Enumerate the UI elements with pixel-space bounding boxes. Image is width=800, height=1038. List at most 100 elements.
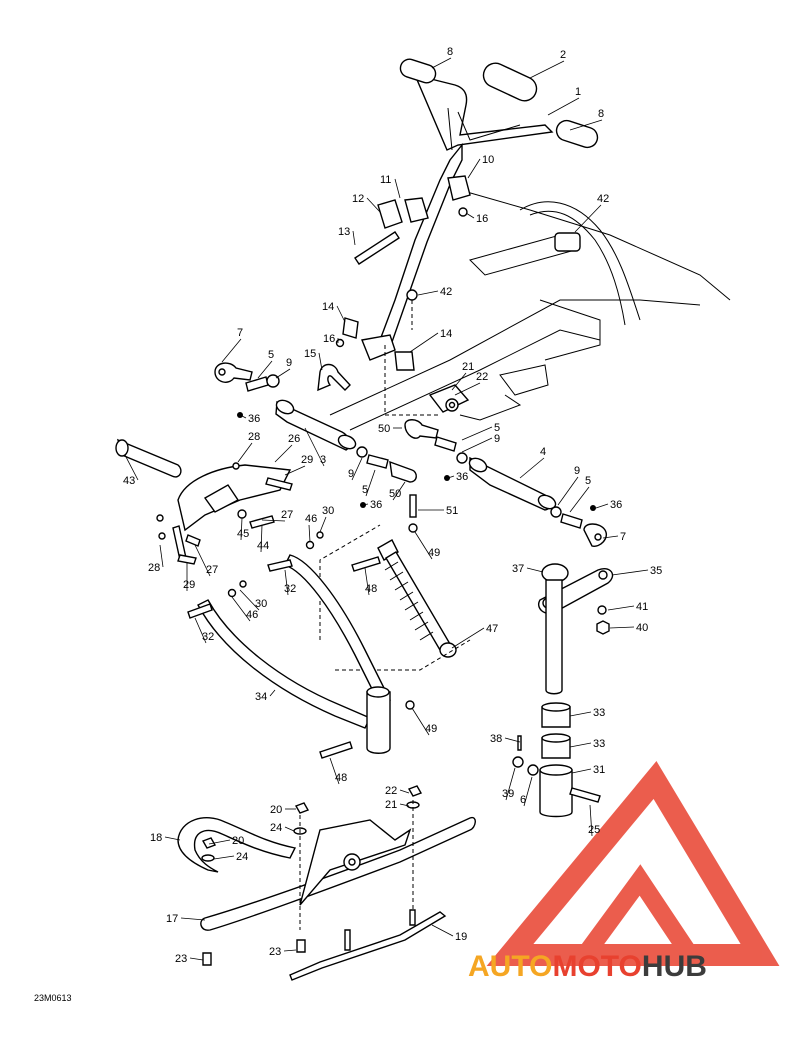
nut-16-mid [335,338,345,348]
callout-label-21: 21 [462,361,474,373]
callout-label-50: 50 [389,488,401,500]
bracket-21-22 [384,300,470,416]
washer-41 [597,605,607,615]
callout-label-34: 34 [255,691,267,703]
callout-label-1: 1 [575,86,581,98]
callout-leader [194,617,207,644]
callout-label-25: 25 [588,824,600,836]
watermark-text: AUTOMOTOHUB [468,950,798,990]
tie-rod-right-assembly [237,412,607,547]
callout-leader [221,338,242,363]
callout-leader [431,924,454,937]
pin-38 [517,735,522,751]
callout-label-14: 14 [322,301,334,313]
callout-leader [159,544,164,568]
callout-label-38: 38 [490,733,502,745]
ski-assembly [177,785,476,981]
rod-end-50-upper [404,419,439,439]
watermark-logo [486,761,780,966]
callout-leader [269,689,276,697]
nut-9-right [550,506,562,518]
callout-leader [329,757,340,785]
callout-leader [365,469,376,497]
nut-9-center [356,446,368,458]
callout-leader [318,352,323,371]
callout-label-28: 28 [148,562,160,574]
callout-label-14: 14 [440,328,452,340]
washer-24-lower [201,854,215,862]
callout-label-44: 44 [257,540,269,552]
callout-label-8: 8 [447,46,453,58]
grip-right [555,119,599,149]
rod-end-50-lower [389,460,417,483]
callout-label-21: 21 [385,799,397,811]
screw-25 [569,787,601,803]
u-bolt-15 [317,363,351,392]
figure-code: 23M0613 [34,993,72,1003]
callout-leader [519,457,545,479]
callout-label-33: 33 [593,707,605,719]
nut-30-upper [316,531,324,539]
callout-leader [454,382,481,396]
callout-leader [461,437,493,453]
callout-label-33: 33 [593,738,605,750]
nut-28-lower-b [158,532,166,540]
callout-leader [557,476,579,506]
bolt-23-left [202,952,212,966]
callout-label-26: 26 [288,433,300,445]
shock-absorber-47 [319,523,471,671]
callout-leader [336,305,346,323]
callout-label-43: 43 [123,475,135,487]
callout-label-6: 6 [520,794,526,806]
callout-label-22: 22 [385,785,397,797]
callout-leader [609,626,635,629]
callout-label-15: 15 [304,348,316,360]
callout-label-16: 16 [323,333,335,345]
callout-leader [461,426,493,441]
callout-label-32: 32 [202,631,214,643]
washer-46-upper [305,540,315,550]
ski-runner-loop-18 [177,817,297,873]
callout-label-48: 48 [335,772,347,784]
callout-label-5: 5 [585,475,591,487]
callout-label-9: 9 [286,357,292,369]
nut-9-upper [456,452,468,464]
wear-bar-19 [289,911,447,981]
callout-label-42: 42 [440,286,452,298]
callout-leader [194,544,211,577]
callout-label-39: 39 [502,788,514,800]
callout-label-10: 10 [482,154,494,166]
callout-leader [526,567,544,573]
callout-label-30: 30 [255,598,267,610]
callout-label-51: 51 [446,505,458,517]
callout-leader [392,481,406,501]
tube-43 [116,438,182,478]
callout-label-17: 17 [166,913,178,925]
bolt-48-upper [351,556,381,572]
grip-left [399,58,437,84]
callout-leader [284,826,295,832]
callout-label-23: 23 [175,953,187,965]
callout-label-5: 5 [494,422,500,434]
bolt-32-lower [187,603,213,619]
callout-label-29: 29 [301,454,313,466]
callout-label-9: 9 [348,468,354,480]
watermark-moto: MOTO [552,950,642,983]
bolt-48-lower [319,741,353,759]
callout-label-9: 9 [494,433,500,445]
nut-28-lower-a [156,514,164,522]
callout-label-41: 41 [636,601,648,613]
watermark-auto: AUTO [468,950,553,983]
callout-leader [352,230,356,246]
bolt-29-upper [265,477,293,491]
callout-leader [399,803,410,807]
ski-17 [200,816,476,931]
callout-leader [237,442,253,463]
callout-label-48: 48 [365,583,377,595]
callout-leader [409,332,439,353]
callout-leader [504,737,521,743]
callout-label-5: 5 [362,484,368,496]
callout-leader [547,97,580,116]
callout-label-7: 7 [620,531,626,543]
